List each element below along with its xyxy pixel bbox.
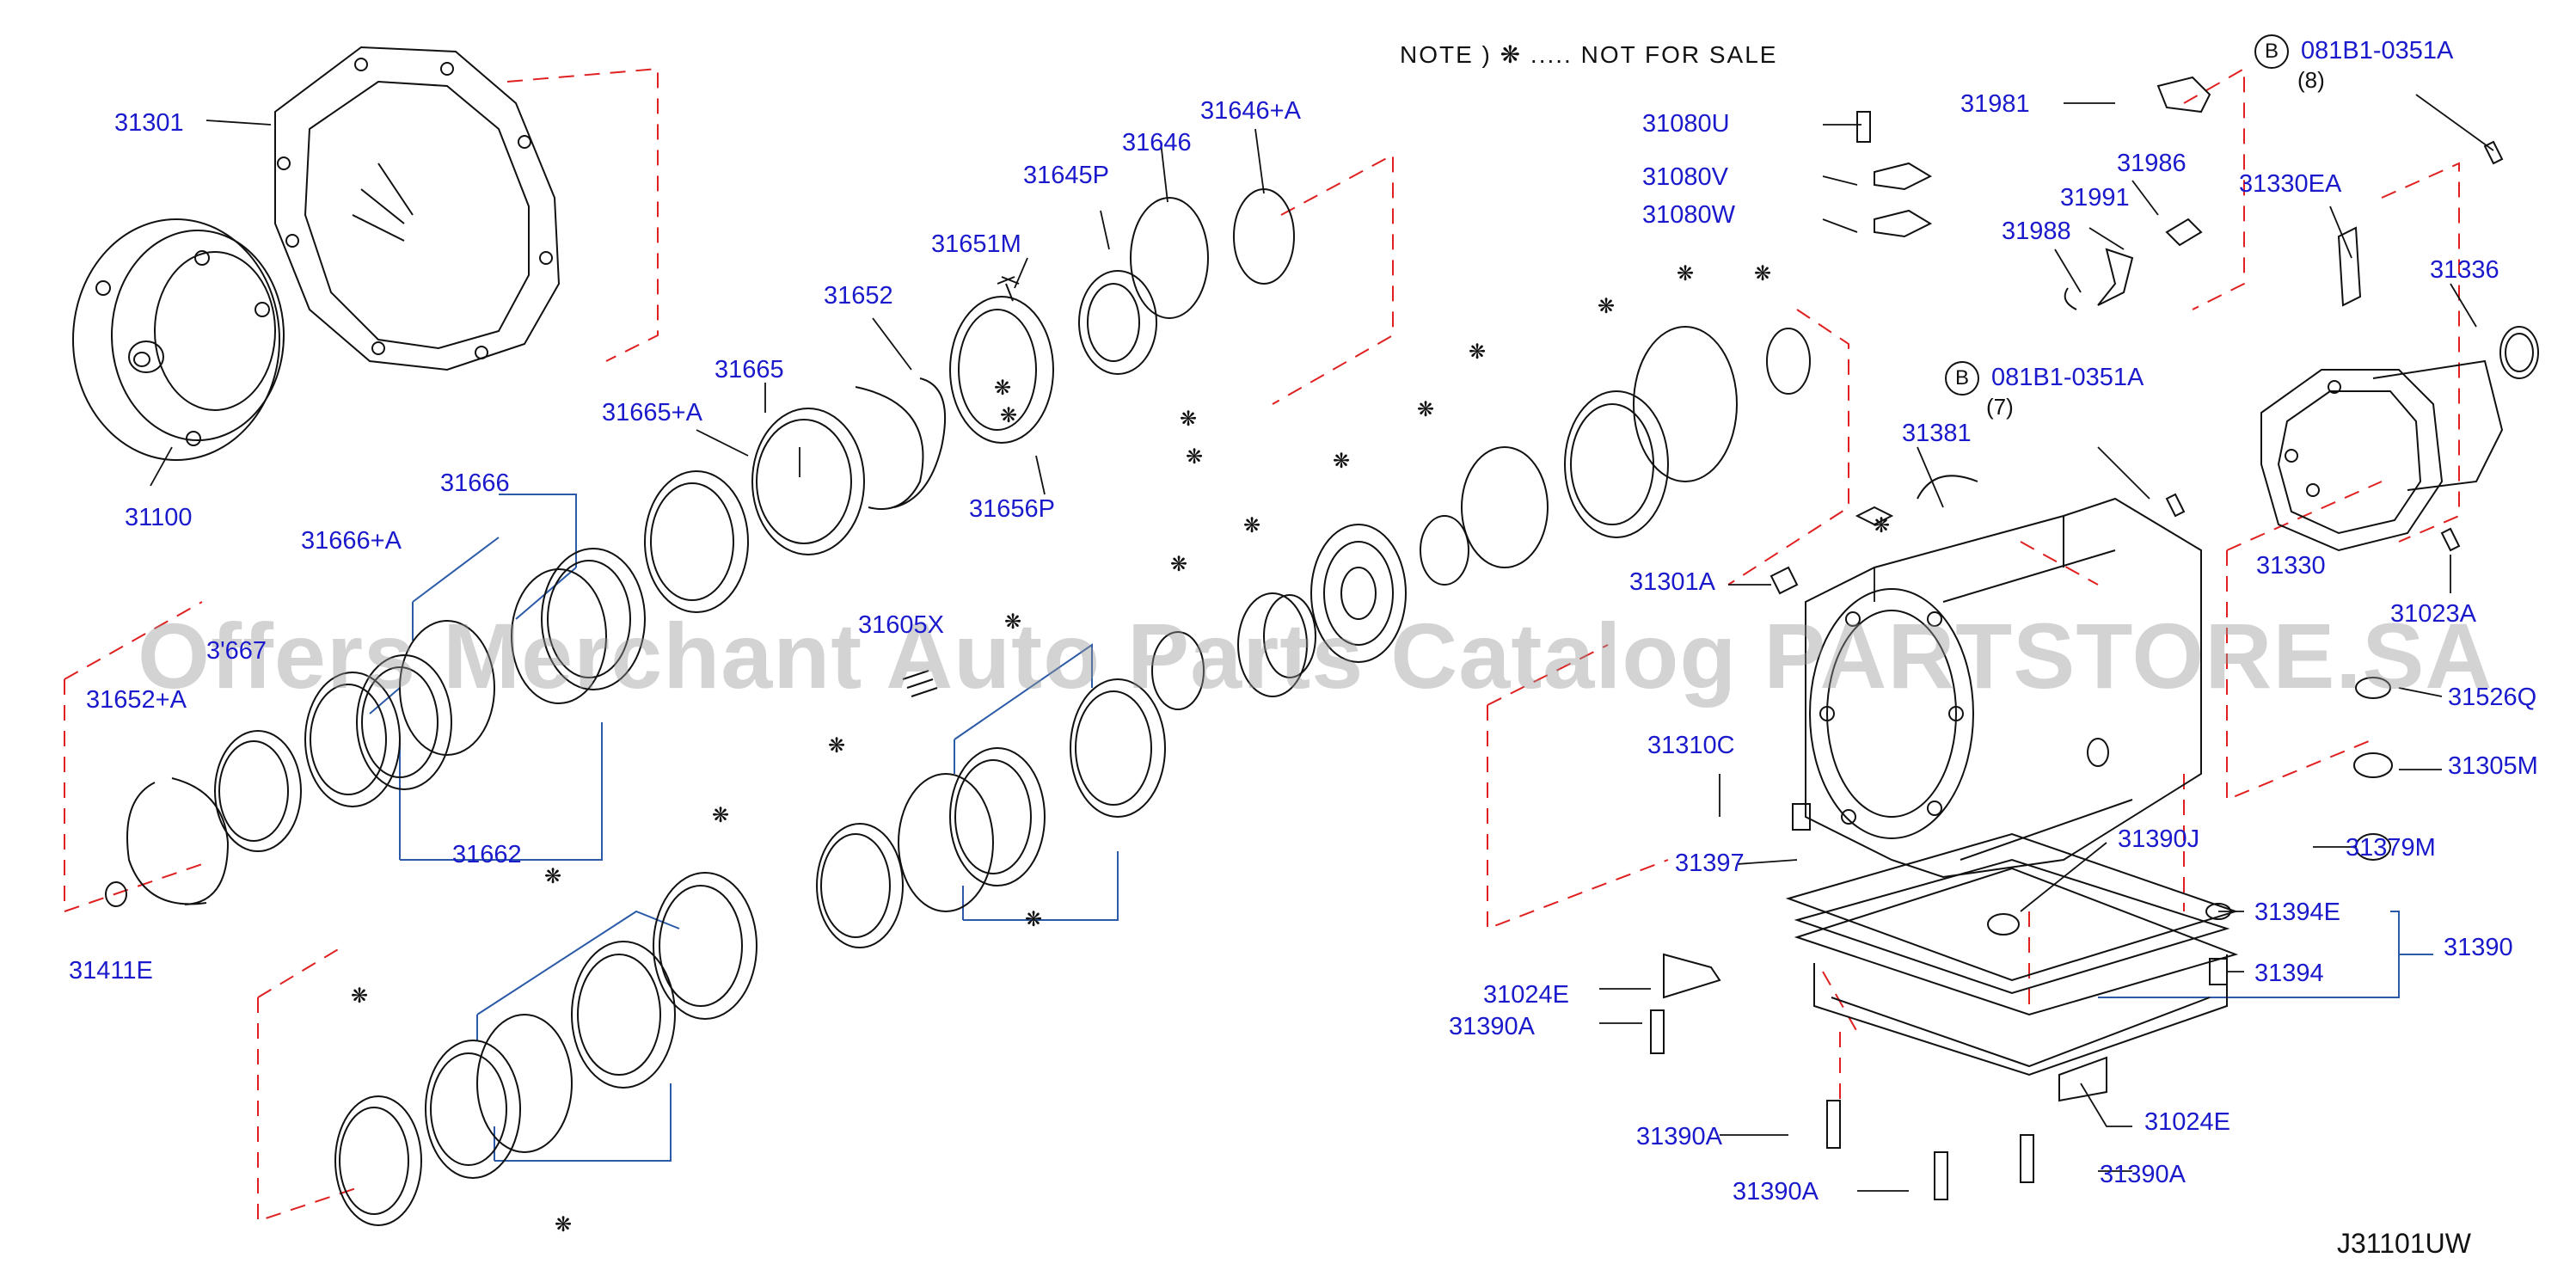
part-label-31662[interactable]: 31662 (452, 841, 522, 868)
note-text: ..... NOT FOR SALE (1530, 41, 1778, 68)
not-for-sale-icon: ❋ (1333, 450, 1351, 473)
not-for-sale-icon: ❋ (1873, 514, 1891, 537)
oil-pump-parts (751, 188, 1295, 555)
not-for-sale-icon: ❋ (1243, 514, 1261, 537)
part-label-31024e-left[interactable]: 31024E (1483, 981, 1569, 1009)
guide-lines (64, 67, 2460, 1223)
part-label-31301a[interactable]: 31301A (1629, 568, 1715, 596)
part-label-31666a[interactable]: 31666+A (301, 527, 402, 555)
not-for-sale-icon: ❋ (1170, 553, 1188, 576)
bolt-ref-part[interactable]: 081B1-0351A (1991, 364, 2144, 391)
part-label-31390[interactable]: 31390 (2444, 934, 2513, 961)
part-label-31336[interactable]: 31336 (2430, 256, 2499, 284)
part-label-31605x[interactable]: 31605X (858, 611, 944, 639)
not-for-sale-icon: ❋ (555, 1213, 573, 1236)
part-label-31390a[interactable]: 31390A (2100, 1161, 2186, 1188)
part-label-31652a[interactable]: 31652+A (86, 686, 187, 714)
part-label-31100[interactable]: 31100 (125, 504, 193, 531)
part-label-31305m[interactable]: 31305M (2448, 752, 2538, 780)
part-label-31080u[interactable]: 31080U (1642, 110, 1730, 138)
part-label-31310c[interactable]: 31310C (1647, 732, 1735, 759)
transmission-case-drawing (1805, 497, 2202, 879)
part-label-31397[interactable]: 31397 (1675, 850, 1745, 877)
not-for-sale-icon: ❋ (1417, 398, 1435, 421)
not-for-sale-icon: ❋ (1186, 445, 1204, 469)
not-for-sale-icon: ❋ (1004, 610, 1022, 634)
part-label-31394[interactable]: 31394 (2254, 960, 2324, 987)
not-for-sale-symbol-icon: ❋ (1500, 41, 1523, 68)
part-label-31390j[interactable]: 31390J (2118, 825, 2200, 853)
part-label-31379m[interactable]: 31379M (2346, 834, 2436, 862)
part-label-31991[interactable]: 31991 (2060, 184, 2130, 212)
part-label-31666[interactable]: 31666 (440, 469, 510, 497)
diagram-code: J31101UW (2337, 1228, 2471, 1259)
part-label-31646a[interactable]: 31646+A (1200, 97, 1301, 125)
part-label-31330[interactable]: 31330 (2256, 552, 2326, 580)
part-label-31646[interactable]: 31646 (1122, 129, 1192, 156)
oil-pan-drawing (1785, 832, 2239, 1077)
part-label-31301[interactable]: 31301 (114, 109, 184, 137)
not-for-sale-icon: ❋ (1180, 408, 1198, 431)
not-for-sale-icon: ❋ (351, 985, 369, 1008)
not-for-sale-icon: ❋ (1025, 908, 1043, 931)
bolt-ref-badge: B (1945, 361, 1979, 396)
bolt-ref-qty: (8) (2297, 67, 2325, 93)
leader-lines (150, 94, 2494, 1192)
part-label-31390a[interactable]: 31390A (1636, 1123, 1722, 1150)
not-for-sale-icon: ❋ (1754, 262, 1772, 285)
small-parts-drawing (1650, 76, 2504, 1200)
note: NOTE ) ❋ ..... NOT FOR SALE (1400, 40, 1777, 69)
not-for-sale-icon: ❋ (1000, 404, 1018, 427)
part-label-31394e[interactable]: 31394E (2254, 899, 2340, 926)
part-label-31665[interactable]: 31665 (715, 356, 784, 383)
note-prefix: NOTE ) (1400, 41, 1492, 68)
part-label-31381[interactable]: 31381 (1902, 420, 1972, 447)
part-label-31667[interactable]: 3'667 (206, 637, 267, 665)
part-label-31024e-right[interactable]: 31024E (2144, 1108, 2230, 1136)
bolt-ref-part[interactable]: 081B1-0351A (2301, 37, 2454, 64)
part-label-31665a[interactable]: 31665+A (602, 399, 702, 426)
clutch-pack-middle (816, 631, 1205, 948)
planetary-gear-drawing (1237, 326, 1811, 697)
not-for-sale-icon: ❋ (1598, 295, 1616, 318)
part-label-31986[interactable]: 31986 (2117, 150, 2187, 177)
not-for-sale-icon: ❋ (712, 804, 730, 827)
not-for-sale-icon: ❋ (994, 377, 1012, 400)
watermark: Offers Merchant Auto Parts Catalog PARTS… (138, 604, 2493, 708)
part-label-31411e[interactable]: 31411E (69, 957, 153, 985)
part-label-31390a[interactable]: 31390A (1449, 1013, 1535, 1040)
part-label-31651m[interactable]: 31651M (931, 230, 1021, 258)
part-label-31645p[interactable]: 31645P (1023, 162, 1109, 189)
bracket-lines (369, 494, 2433, 1162)
part-label-31652[interactable]: 31652 (824, 282, 893, 310)
not-for-sale-icon: ❋ (544, 865, 562, 888)
part-label-31080v[interactable]: 31080V (1642, 163, 1728, 191)
part-label-31656p[interactable]: 31656P (969, 495, 1055, 523)
part-label-31988[interactable]: 31988 (2002, 218, 2071, 245)
not-for-sale-icon: ❋ (1469, 340, 1487, 364)
not-for-sale-icon: ❋ (1677, 262, 1695, 285)
bolt-ref-badge: B (2254, 34, 2289, 69)
part-label-31981[interactable]: 31981 (1960, 90, 2030, 118)
extension-housing-drawing (2260, 326, 2539, 552)
not-for-sale-icon: ❋ (828, 734, 846, 758)
clutch-pack-lower (334, 872, 757, 1226)
part-label-31080w[interactable]: 31080W (1642, 201, 1736, 229)
converter-housing-drawing (274, 46, 561, 371)
part-label-31526q[interactable]: 31526Q (2448, 684, 2537, 711)
clutch-pack-upper (105, 470, 749, 907)
bolt-ref-qty: (7) (1986, 394, 2014, 420)
part-label-31023a[interactable]: 31023A (2390, 600, 2476, 628)
part-label-31390a[interactable]: 31390A (1733, 1178, 1819, 1205)
torque-converter-drawing (72, 218, 285, 461)
part-label-31330ea[interactable]: 31330EA (2239, 170, 2342, 198)
